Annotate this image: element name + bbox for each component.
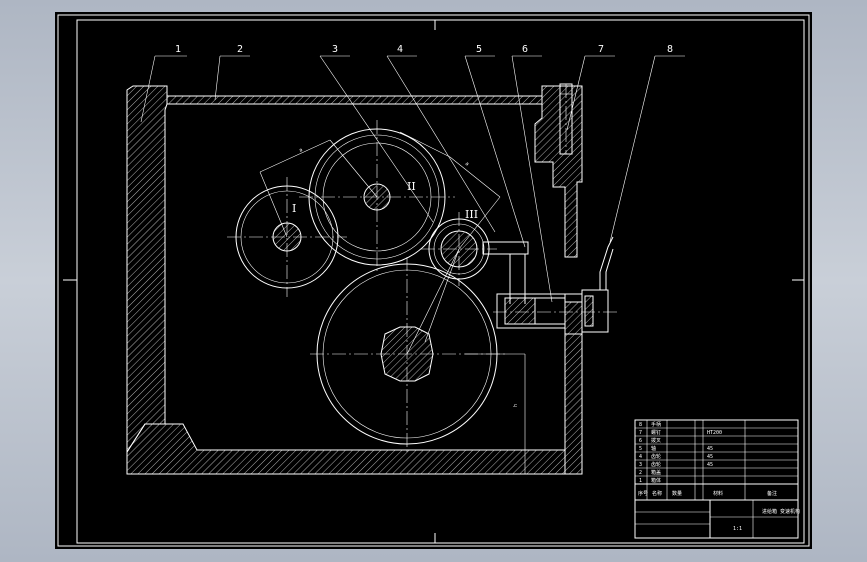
bom-material-2: 45	[707, 446, 713, 452]
bom-row-3-no: 6	[639, 438, 642, 444]
bom-header-material: 材料	[713, 490, 723, 497]
leader-label-4: 4	[397, 44, 403, 55]
bom-row-7-no: 2	[639, 470, 642, 476]
leader-label-8: 8	[667, 44, 673, 55]
bom-row-3-name: 拨叉	[651, 437, 661, 444]
bom-row-1-name: 手柄	[651, 421, 661, 428]
outer-border	[57, 14, 810, 547]
gearbox-housing	[126, 83, 583, 475]
bom-row-1-no: 8	[639, 422, 642, 428]
leader-label-5: 5	[476, 44, 482, 55]
leader-label-7: 7	[598, 44, 604, 55]
svg-text:h: h	[513, 404, 519, 407]
bom-row-2-name: 螺钉	[651, 429, 661, 436]
bom-row-2-no: 7	[639, 430, 642, 436]
shaft-label-II: II	[407, 180, 416, 193]
bom-material-3: 45	[707, 454, 713, 460]
bom-row-4-no: 5	[639, 446, 642, 452]
bom-row-4-name: 轴	[651, 445, 656, 452]
shaft-label-I: I	[292, 202, 296, 215]
bom-material-1: HT200	[707, 430, 722, 436]
cad-drawing: a a h 1 2 3 4 5 6 7 8 I II III	[57, 14, 810, 547]
leader-label-2: 2	[237, 44, 243, 55]
leader-label-6: 6	[522, 44, 528, 55]
drawing-title: 进给箱 变速机构	[762, 508, 800, 515]
leader-label-3: 3	[332, 44, 338, 55]
svg-text:a: a	[464, 161, 470, 168]
bom-row-6-name: 齿轮	[651, 461, 661, 468]
part-leaders	[140, 55, 685, 303]
bom-header-qty: 数量	[672, 490, 682, 497]
large-gear	[310, 257, 505, 452]
bom-row-7-name: 箱盖	[651, 469, 661, 476]
bom-header-name: 名称	[652, 490, 662, 497]
bom-row-8-no: 1	[639, 478, 642, 484]
shift-fork	[482, 236, 620, 335]
title-block: 8 手柄 7 螺钉 6 拨叉 5 轴 4 齿轮 3 齿轮 2 箱盖 1 箱体 H…	[634, 419, 800, 539]
inner-border	[76, 19, 805, 544]
bom-row-5-no: 4	[639, 454, 642, 460]
svg-text:a: a	[298, 147, 303, 154]
bom-material-4: 45	[707, 462, 713, 468]
drawing-sheet: a a h 1 2 3 4 5 6 7 8 I II III	[55, 12, 812, 549]
bom-row-6-no: 3	[639, 462, 642, 468]
bom-header-no: 序号	[638, 490, 648, 497]
bom-header-remark: 备注	[767, 490, 777, 497]
shaft-label-III: III	[465, 208, 478, 221]
bom-row-8-name: 箱体	[651, 477, 661, 484]
drawing-scale: 1:1	[733, 526, 742, 532]
bom-row-5-name: 齿轮	[651, 453, 661, 460]
leader-label-1: 1	[175, 44, 181, 55]
